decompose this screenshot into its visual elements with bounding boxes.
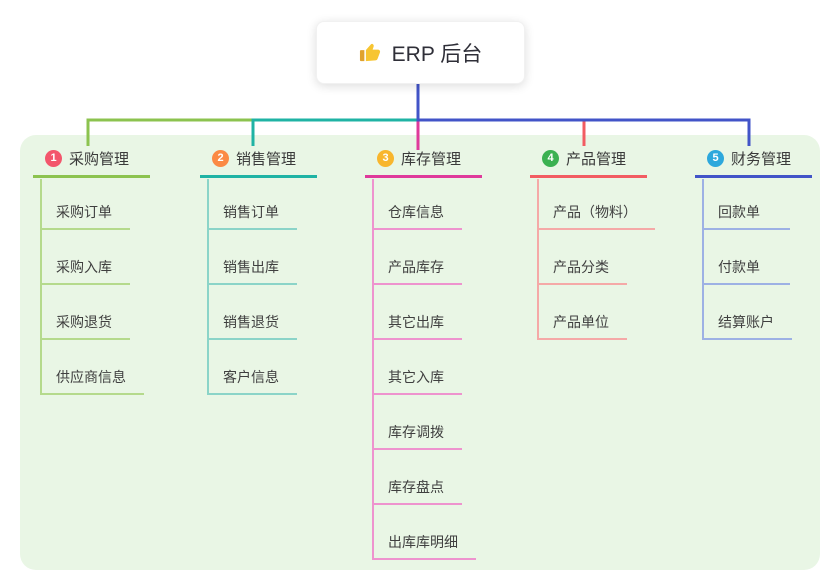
child-node[interactable]: 结算账户 (702, 312, 792, 340)
child-node[interactable]: 付款单 (702, 257, 790, 285)
child-node[interactable]: 销售订单 (207, 202, 297, 230)
child-node[interactable]: 出库库明细 (372, 532, 476, 560)
child-node[interactable]: 回款单 (702, 202, 790, 230)
child-connector-line (207, 179, 209, 395)
child-connector-line (702, 179, 704, 340)
priority-badge-1: 1 (45, 150, 62, 167)
priority-badge-2: 2 (212, 150, 229, 167)
branch-node-1[interactable]: 1 采购管理 (33, 148, 150, 178)
child-node[interactable]: 产品（物料） (537, 202, 655, 230)
branch-label: 财务管理 (731, 151, 792, 168)
child-node[interactable]: 供应商信息 (40, 367, 144, 395)
child-node[interactable]: 客户信息 (207, 367, 297, 395)
child-connector-line (372, 179, 374, 560)
child-node[interactable]: 采购退货 (40, 312, 130, 340)
child-node[interactable]: 产品库存 (372, 257, 462, 285)
branch-node-2[interactable]: 2 销售管理 (200, 148, 317, 178)
branch-label: 库存管理 (401, 151, 462, 168)
branch-label: 产品管理 (566, 151, 627, 168)
child-node[interactable]: 仓库信息 (372, 202, 462, 230)
priority-badge-4: 4 (542, 150, 559, 167)
child-connector-line (40, 179, 42, 395)
priority-badge-3: 3 (377, 150, 394, 167)
child-node[interactable]: 其它出库 (372, 312, 462, 340)
branch-node-3[interactable]: 3 库存管理 (365, 148, 482, 178)
child-node[interactable]: 库存盘点 (372, 477, 462, 505)
child-node[interactable]: 销售出库 (207, 257, 297, 285)
child-node[interactable]: 其它入库 (372, 367, 462, 395)
branch-label: 销售管理 (236, 151, 297, 168)
priority-badge-5: 5 (707, 150, 724, 167)
root-node-erp[interactable]: ERP 后台 (316, 21, 525, 84)
child-node[interactable]: 产品单位 (537, 312, 627, 340)
branch-label: 采购管理 (69, 151, 130, 168)
child-connector-line (537, 179, 539, 340)
thumbs-up-icon (359, 43, 380, 62)
child-node[interactable]: 产品分类 (537, 257, 627, 285)
child-node[interactable]: 采购入库 (40, 257, 130, 285)
branch-node-5[interactable]: 5 财务管理 (695, 148, 812, 178)
child-node[interactable]: 销售退货 (207, 312, 297, 340)
child-node[interactable]: 库存调拨 (372, 422, 462, 450)
branch-node-4[interactable]: 4 产品管理 (530, 148, 647, 178)
child-node[interactable]: 采购订单 (40, 202, 130, 230)
root-node-label: ERP 后台 (391, 42, 483, 66)
mindmap-panel (20, 135, 820, 570)
